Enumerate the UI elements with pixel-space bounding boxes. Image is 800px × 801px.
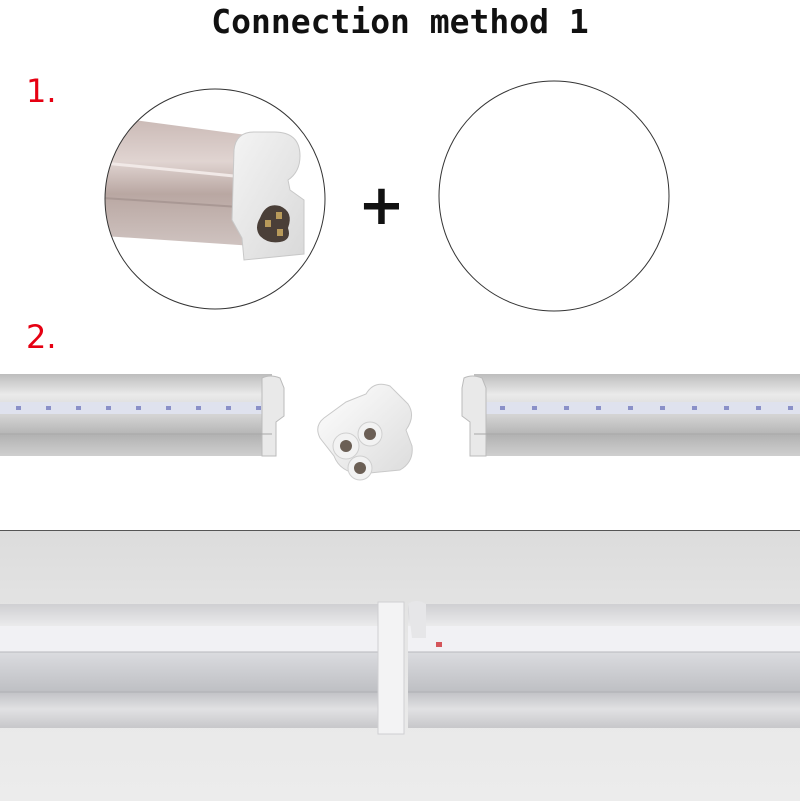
left-tube-image [0, 374, 285, 457]
plus-sign: + [358, 173, 405, 238]
empty-circle [438, 80, 670, 312]
tube-end-closeup-image [104, 88, 326, 310]
page-title: Connection method 1 [211, 2, 589, 41]
connector-image [317, 383, 413, 481]
step-1-label: 1. [26, 72, 57, 110]
step-2-label: 2. [26, 318, 57, 356]
right-tube-image [461, 374, 800, 457]
connected-tubes-image [0, 601, 800, 735]
